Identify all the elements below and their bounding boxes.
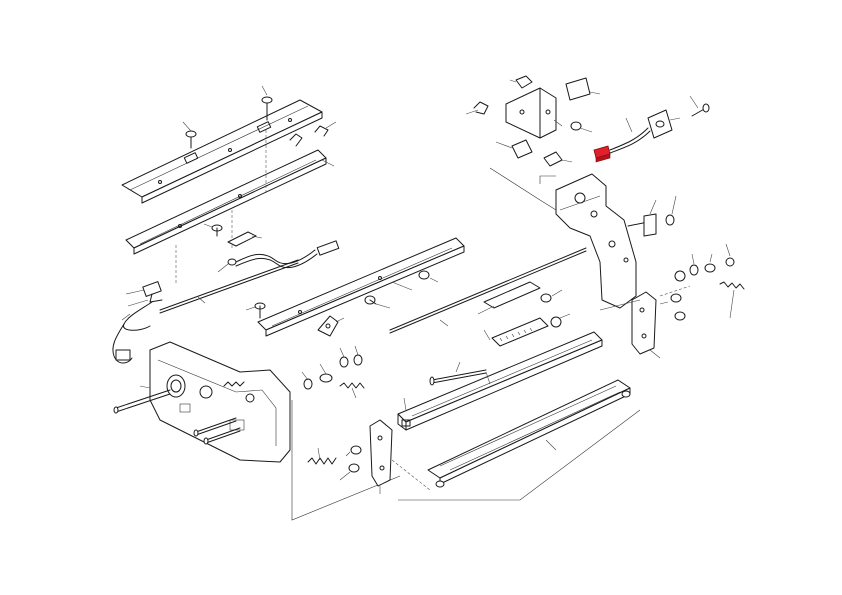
clip-upper-2 (565, 77, 601, 101)
screw-guide-block (540, 289, 563, 303)
screw-right-top (665, 195, 677, 226)
lever-bracket (317, 315, 345, 337)
upper-mount-bracket (505, 87, 563, 139)
right-side-frame (555, 173, 637, 309)
screw-rail (203, 223, 223, 237)
carriage-rail-main (397, 331, 603, 431)
damper-block (495, 139, 533, 159)
connector-cable (609, 117, 651, 154)
spring-lower (307, 447, 337, 465)
small-bracket-upper (289, 121, 337, 147)
cable-sensor-bracket (647, 109, 681, 139)
group-outline-right-low (599, 299, 641, 311)
frame-spring (223, 381, 245, 387)
group-outline-right-top (489, 167, 557, 211)
screw-center-3 (418, 270, 439, 283)
harness-clamp (227, 231, 263, 247)
long-shaft-left (159, 259, 299, 314)
lever-pin-right (627, 199, 657, 237)
bushing-set-right (674, 243, 735, 282)
bushing-set-center (301, 345, 363, 390)
wiper-rail-lower (427, 379, 631, 488)
screw-top-plate-2 (261, 85, 273, 121)
guide-block-upper (477, 281, 541, 315)
spring-center (339, 382, 365, 399)
cap-part (543, 151, 573, 167)
wire-harness-upper (217, 240, 340, 273)
slide-shaft (429, 361, 487, 386)
side-bracket-lower (369, 419, 393, 494)
wire-harness-lower (112, 301, 153, 364)
screw-center-1 (245, 302, 266, 319)
screws-right-bracket (659, 293, 686, 321)
group-outline-right-mid (539, 175, 556, 184)
clip-upper-1 (509, 75, 533, 89)
short-shafts (193, 417, 241, 445)
left-side-frame (149, 341, 291, 463)
clip-left-small (465, 101, 489, 115)
drive-rod-long (389, 247, 587, 334)
group-outline-left (291, 400, 401, 521)
sensor-left (125, 281, 163, 307)
top-cover-plate (121, 99, 323, 204)
drive-gear (113, 374, 186, 414)
bushing-guide (550, 313, 571, 328)
screw-center-2 (364, 295, 391, 309)
center-guide-rail (257, 237, 465, 337)
screw-sensor (689, 95, 710, 117)
spring-right (719, 281, 745, 319)
highlighted-connector[interactable] (593, 145, 611, 163)
right-bracket-plate (631, 291, 661, 359)
group-outline-bottom (398, 409, 641, 501)
screws-lower-bracket (339, 445, 362, 481)
dash-link-4 (391, 459, 431, 491)
screw-upper-mount (570, 121, 593, 133)
upper-stay-rail (125, 149, 335, 255)
screw-top-plate-1 (182, 121, 197, 149)
cleaning-pad (483, 317, 549, 347)
dash-link-5 (659, 285, 691, 297)
